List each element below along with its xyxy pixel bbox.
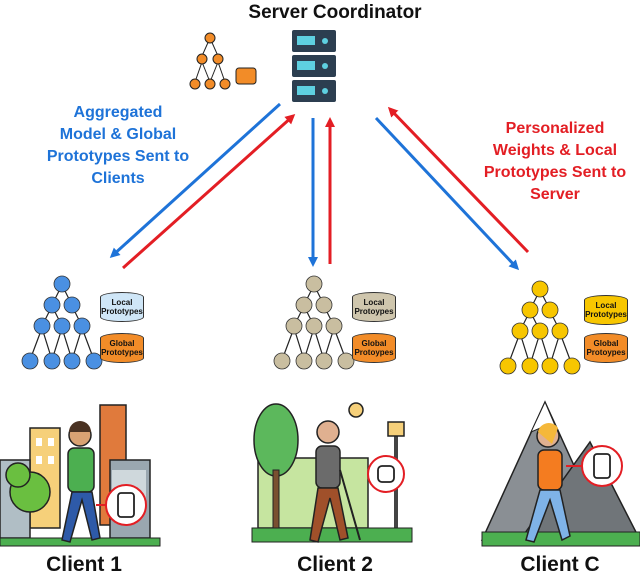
client-2-scene-illustration: [251, 402, 413, 543]
server-model-tree-icon: [189, 32, 257, 90]
client-2-model-tree-icon: [273, 275, 355, 370]
arrow-to-client-c: [374, 116, 520, 271]
arrow-from-client-1: [122, 114, 296, 270]
arrow-from-client-c: [387, 106, 530, 254]
client-2-local-prototypes-db: Local Protoypes: [352, 292, 396, 322]
client-c-global-prototypes-db: Global Protoypes: [584, 333, 628, 363]
client-c-model-tree-icon: [499, 280, 581, 375]
aggregated-label-line: Prototypes Sent to: [46, 148, 190, 165]
client-2-label: Client 2: [297, 553, 373, 576]
client-1-model-tree-icon: [21, 275, 103, 370]
personalized-weights-label: Personalized Weights & Local Prototypes …: [455, 118, 640, 206]
personalized-label-line: Prototypes Sent to: [483, 164, 627, 181]
download-arrows: [109, 102, 520, 271]
client-c-label: Client C: [520, 553, 600, 576]
client-1-scene-illustration: [0, 404, 161, 547]
client-c-local-prototypes-db: Local Prototypes: [584, 295, 628, 325]
server-icon: [292, 30, 336, 102]
personalized-label-line: Server: [530, 186, 580, 203]
server-coordinator-title: Server Coordinator: [248, 2, 422, 23]
client-2-global-prototypes-db: Global Protoypes: [352, 333, 396, 363]
client-1-local-prototypes-db: Local Prototypes: [100, 292, 144, 322]
client-1-label: Client 1: [46, 553, 122, 576]
personalized-label-line: Personalized: [505, 120, 605, 137]
aggregated-label-line: Model & Global: [59, 126, 177, 143]
arrow-to-client-1: [109, 102, 282, 259]
aggregated-label-line: Aggregated: [73, 104, 163, 121]
client-1-global-prototypes-db: Global Prototypes: [100, 333, 144, 363]
personalized-label-line: Weights & Local: [492, 142, 618, 159]
aggregated-model-label: Aggregated Model & Global Prototypes Sen…: [18, 102, 218, 190]
client-c-scene-illustration: [480, 400, 640, 547]
upload-arrows: [122, 106, 530, 270]
aggregated-label-line: Clients: [91, 170, 145, 187]
